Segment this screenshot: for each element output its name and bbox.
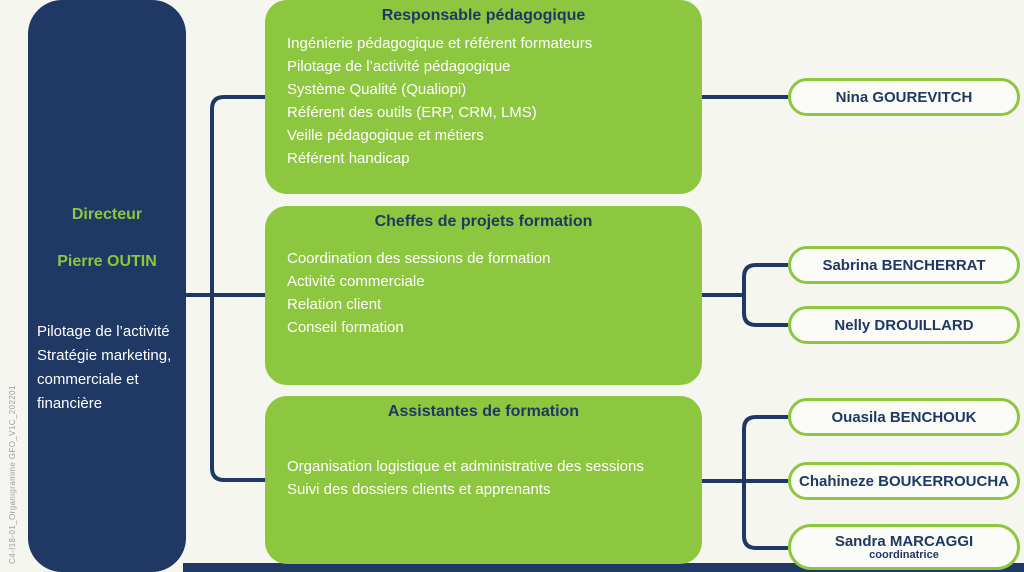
director-desc-line: financière — [37, 395, 103, 412]
role-items: Ingénierie pédagogique et référent forma… — [265, 32, 702, 170]
bottom-accent-bar — [183, 563, 1024, 572]
person-pill-sandra-marcaggi: Sandra MARCAGGI coordinatrice — [788, 524, 1020, 570]
person-pill-nelly-drouillard: Nelly DROUILLARD — [788, 306, 1020, 344]
role-items: Organisation logistique et administrativ… — [265, 455, 702, 501]
person-name: Ouasila BENCHOUK — [831, 408, 977, 426]
director-desc-line: commerciale et — [37, 371, 139, 388]
role-item: Veille pédagogique et métiers — [287, 127, 484, 144]
role-item: Conseil formation — [287, 319, 404, 336]
role-item: Référent handicap — [287, 150, 410, 167]
role-item: Activité commerciale — [287, 273, 425, 290]
role-box-cheffes-de-projets: Cheffes de projets formation Coordinatio… — [265, 206, 702, 385]
connector-role3-bracket — [742, 415, 788, 550]
person-pill-chahineze-boukerroucha: Chahineze BOUKERROUCHA — [788, 462, 1020, 500]
role-item: Système Qualité (Qualiopi) — [287, 81, 467, 98]
connector-left-bracket — [210, 95, 265, 482]
role-item: Suivi des dossiers clients et apprenants — [287, 481, 551, 498]
role-item: Organisation logistique et administrativ… — [287, 458, 644, 475]
role-item: Relation client — [287, 296, 382, 313]
person-name: Sabrina BENCHERRAT — [822, 256, 986, 274]
director-description: Pilotage de l’activité Stratégie marketi… — [37, 320, 182, 416]
role-title: Assistantes de formation — [387, 403, 580, 420]
role-item: Pilotage de l’activité pédagogique — [287, 58, 511, 75]
person-name: Sandra MARCAGGI — [834, 533, 974, 550]
director-desc-line: Pilotage de l’activité — [37, 323, 170, 340]
role-item: Ingénierie pédagogique et référent forma… — [287, 35, 593, 52]
director-box: Directeur Pierre OUTIN Pilotage de l’act… — [28, 0, 186, 572]
person-pill-nina-gourevitch: Nina GOUREVITCH — [788, 78, 1020, 116]
document-reference: C4-I18-01_Organigramme GFO_V1C_202201 — [8, 385, 17, 564]
connector-role2-bracket — [742, 263, 788, 327]
role-title: Cheffes de projets formation — [374, 213, 593, 230]
director-title: Directeur — [71, 206, 143, 223]
person-name: Nelly DROUILLARD — [834, 316, 974, 334]
person-pill-ouasila-benchouk: Ouasila BENCHOUK — [788, 398, 1020, 436]
person-pill-sabrina-bencherrat: Sabrina BENCHERRAT — [788, 246, 1020, 284]
person-subtitle: coordinatrice — [869, 549, 939, 561]
director-desc-line: Stratégie marketing, — [37, 347, 172, 364]
role-box-responsable-pedagogique: Responsable pédagogique Ingénierie pédag… — [265, 0, 702, 194]
role-items: Coordination des sessions de formation A… — [265, 247, 702, 339]
person-name: Nina GOUREVITCH — [835, 88, 973, 106]
person-name: Chahineze BOUKERROUCHA — [798, 472, 1009, 490]
role-title: Responsable pédagogique — [381, 7, 586, 24]
director-name: Pierre OUTIN — [57, 253, 157, 270]
role-box-assistantes-de-formation: Assistantes de formation Organisation lo… — [265, 396, 702, 564]
role-item: Référent des outils (ERP, CRM, LMS) — [287, 104, 537, 121]
role-item: Coordination des sessions de formation — [287, 250, 551, 267]
